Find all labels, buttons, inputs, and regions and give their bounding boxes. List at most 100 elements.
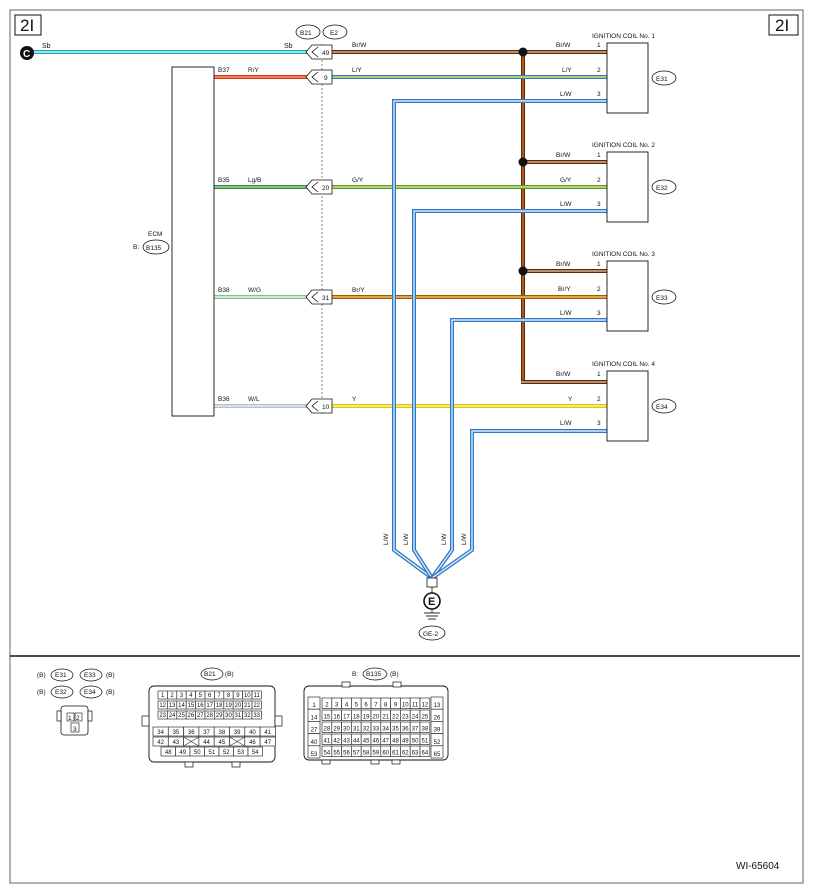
- joint-connector-e2-badge: [322, 24, 348, 40]
- coil-4-conn: E34: [656, 404, 668, 411]
- legend-b21-suffix: (B): [225, 671, 234, 678]
- b21-pin-label: 48: [165, 750, 172, 756]
- ecm-pin-b36: B36: [218, 396, 230, 403]
- b135-pin-cell: [419, 745, 431, 757]
- coil-3-pin2: 2: [597, 286, 601, 293]
- joint-terminals: 49 9 20 31 10: [305, 44, 333, 414]
- joint-terminal-31: 31: [305, 289, 333, 305]
- coil-2-pin3-wire: L/W: [560, 201, 572, 208]
- b135-pin-label: 56: [343, 751, 350, 757]
- b21-pin-label: 18: [216, 703, 223, 709]
- document-id: WI-65604: [736, 861, 780, 872]
- b135-pin-label: 54: [324, 751, 331, 757]
- b135-pin-label: 51: [422, 739, 429, 745]
- ecm-title: ECM: [148, 231, 162, 238]
- ground-wire-label-3: L/W: [441, 533, 448, 545]
- coil-2-pin2: 2: [597, 177, 601, 184]
- b21-pin-label: 11: [254, 693, 261, 699]
- coil-4-pin3-wire: L/W: [560, 420, 572, 427]
- b135-pin-label: 11: [412, 703, 419, 709]
- coil-3-pin1-wire: Br/W: [556, 261, 571, 268]
- b135-pin-label: 59: [373, 751, 380, 757]
- b135-pin-label: 63: [412, 751, 419, 757]
- legend-coil-b2: (B): [106, 672, 115, 679]
- coil-1-pin3-wire: L/W: [560, 91, 572, 98]
- b135-pin-label: 52: [434, 740, 441, 746]
- coil-1-pin2: 2: [597, 67, 601, 74]
- b21-pin-label: 50: [194, 750, 201, 756]
- legend-b135-suffix: (B): [390, 671, 399, 678]
- b21-pin-label: 51: [208, 750, 215, 756]
- b21-pin-label: 16: [197, 703, 204, 709]
- legend-coil-e32: E32: [55, 689, 67, 696]
- b21-pin-label: 31: [235, 713, 242, 719]
- coil-4-pin2-wire: Y: [568, 396, 573, 403]
- b135-pin-label: 58: [363, 751, 370, 757]
- wire-lw-ground-runs: [392, 99, 607, 580]
- joint-connector-b21: B21: [300, 30, 312, 37]
- b135-pin-label: 57: [353, 751, 360, 757]
- b135-pin-label: 27: [311, 728, 318, 734]
- b135-pin-label: 23: [402, 715, 409, 721]
- b135-pin-label: 26: [434, 715, 441, 721]
- coil-2-pin1: 1: [597, 152, 601, 159]
- joint-connector-e2: E2: [330, 30, 338, 37]
- ecm-wire-wl: W/L: [248, 396, 260, 403]
- b21-pin-cell: [259, 726, 276, 737]
- coil-4-conn-badge: [651, 398, 677, 414]
- b135-pin-label: 9: [394, 703, 398, 709]
- b135-pin-label: 1: [312, 703, 316, 709]
- b21-pin-label: 40: [249, 730, 256, 736]
- splice-1: [518, 47, 528, 57]
- b21-pin-label: 22: [253, 703, 260, 709]
- coil-1-box: [606, 42, 649, 114]
- coil-1-pin3: 3: [597, 91, 601, 98]
- b135-pin-label: 18: [353, 715, 360, 721]
- b21-pin-label: 20: [235, 703, 242, 709]
- b21-pin-label: 10: [244, 693, 251, 699]
- b21-pin-label: 43: [173, 740, 180, 746]
- coil-4-title: IGNITION COIL No. 4: [592, 361, 655, 368]
- b135-pin-label: 48: [392, 739, 399, 745]
- ignition-coil-4: IGNITION COIL No. 4 Br/W 1 Y 2 L/W 3 E34: [556, 361, 677, 442]
- coil-2-box: [606, 151, 649, 223]
- ecm-wire-ry: R/Y: [248, 67, 260, 74]
- legend-coil-e31: E31: [55, 672, 67, 679]
- b21-pin-label: 4: [189, 693, 193, 699]
- b135-pin-label: 17: [343, 715, 350, 721]
- coil-1-title: IGNITION COIL No. 1: [592, 33, 655, 40]
- b21-pin-label: 12: [159, 703, 166, 709]
- b21-pin-label: 24: [169, 713, 176, 719]
- b21-pin-label: 26: [188, 713, 195, 719]
- coil-3-box: [606, 260, 649, 332]
- b135-pin-label: 29: [333, 727, 340, 733]
- ignition-coil-1: IGNITION COIL No. 1 Br/W 1 L/Y 2 L/W 3 E…: [556, 33, 677, 114]
- coil-4-pin1-wire: Br/W: [556, 371, 571, 378]
- ground-wire-label-1: L/W: [383, 533, 390, 545]
- b135-pin-label: 28: [324, 727, 331, 733]
- b21-pin-label: 37: [203, 730, 210, 736]
- b21-pin-label: 8: [227, 693, 231, 699]
- b21-pin-label: 15: [188, 703, 195, 709]
- b135-pin-label: 32: [363, 727, 370, 733]
- b21-pin-label: 32: [244, 713, 251, 719]
- b135-pin-label: 46: [373, 739, 380, 745]
- ecm-conn-badge: [142, 239, 170, 255]
- b21-pin-label: 14: [178, 703, 185, 709]
- coil-4-pin1: 1: [597, 371, 601, 378]
- page-mark-right-box: [768, 14, 799, 36]
- ignition-coil-2: IGNITION COIL No. 2 Br/W 1 G/Y 2 L/W 3 E…: [556, 142, 677, 223]
- coil-4-pin3: 3: [597, 420, 601, 427]
- b21-pin-label: 47: [264, 740, 271, 746]
- b21-pin-label: 25: [178, 713, 185, 719]
- legend-coil-b1: (B): [37, 672, 46, 679]
- b21-pin-label: 13: [169, 703, 176, 709]
- legend-b21-name: B21: [204, 671, 216, 678]
- wires: [28, 47, 607, 580]
- ecm-conn: B135: [146, 245, 162, 252]
- b21-pin-cell: [247, 746, 263, 757]
- b21-pin-label: 53: [237, 750, 244, 756]
- b135-pin-label: 4: [345, 703, 349, 709]
